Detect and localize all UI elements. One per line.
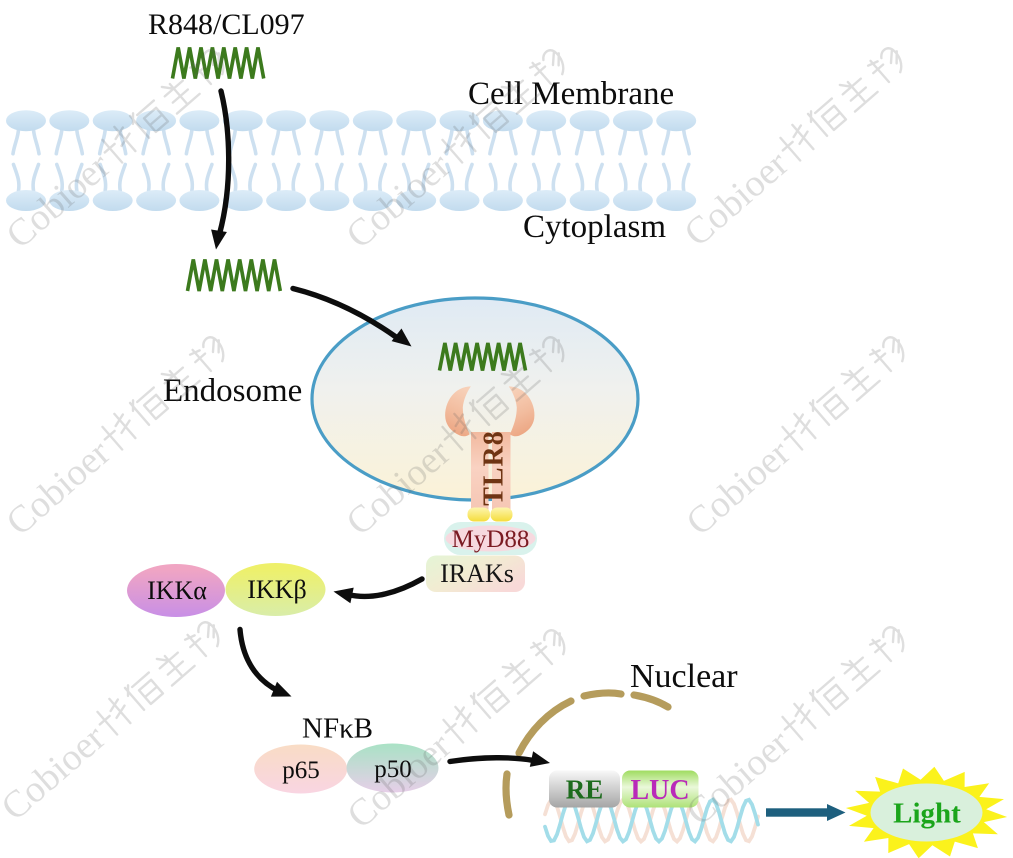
svg-text:RE: RE	[566, 775, 604, 805]
svg-text:Light: Light	[893, 798, 961, 830]
svg-text:Cell Membrane: Cell Membrane	[468, 76, 674, 112]
svg-text:R848/CL097: R848/CL097	[148, 8, 305, 41]
svg-text:p65: p65	[282, 757, 320, 784]
svg-text:NFκB: NFκB	[302, 713, 373, 745]
svg-text:MyD88: MyD88	[452, 526, 530, 553]
svg-text:Nuclear: Nuclear	[630, 658, 738, 695]
svg-text:IRAKs: IRAKs	[440, 559, 514, 588]
svg-text:IKKα: IKKα	[147, 576, 207, 605]
svg-text:TLR8: TLR8	[479, 430, 510, 506]
svg-text:IKKβ: IKKβ	[247, 575, 306, 604]
svg-text:Cytoplasm: Cytoplasm	[523, 209, 666, 245]
